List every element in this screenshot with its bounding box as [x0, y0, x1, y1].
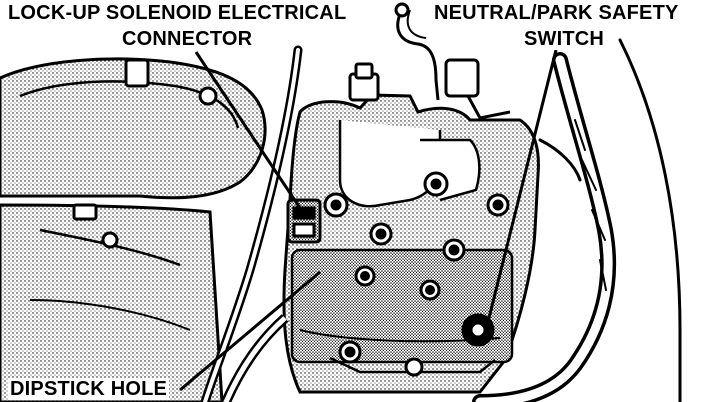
leader-lines [179, 49, 558, 392]
label-neutral-park-line1: NEUTRAL/PARK SAFETY [432, 2, 681, 24]
right-wiring-harness [472, 38, 682, 402]
lockup-solenoid-connector [286, 198, 322, 244]
dipstick-tube [221, 314, 289, 402]
leader-neutral-switch [486, 49, 558, 323]
neutral-park-switch [461, 313, 495, 347]
label-neutral-park-line2: SWITCH [522, 28, 607, 50]
bracket-wire [394, 2, 440, 101]
label-lockup-solenoid-line2: CONNECTOR [120, 28, 255, 50]
valve-body [282, 93, 540, 394]
left-cables [200, 45, 303, 402]
top-fittings [348, 58, 511, 120]
leader-lockup-connector [194, 51, 302, 209]
left-housing-bolts [72, 58, 218, 249]
label-dipstick-hole: DIPSTICK HOLE [8, 378, 170, 400]
leader-dipstick [179, 270, 321, 392]
label-lockup-solenoid-line1: LOCK-UP SOLENOID ELECTRICAL [6, 2, 349, 24]
valve-body-bolts [323, 171, 510, 377]
left-housing [0, 57, 267, 402]
